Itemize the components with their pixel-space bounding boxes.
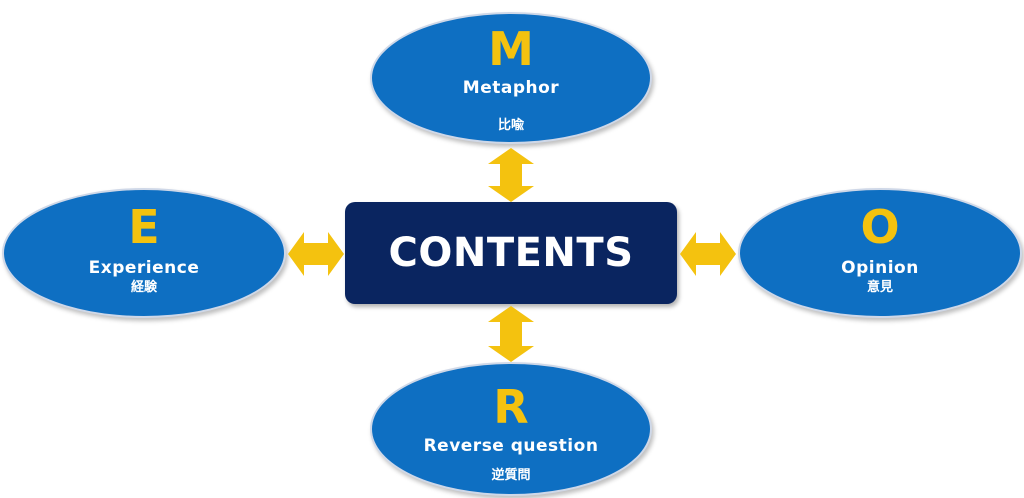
node-experience-label: Experience (88, 258, 200, 278)
node-metaphor-letter: M (488, 22, 534, 76)
node-metaphor: M Metaphor 比喩 (370, 12, 652, 144)
node-metaphor-sub: 比喩 (497, 118, 524, 133)
node-experience-letter: E (128, 200, 160, 254)
center-label: CONTENTS (388, 230, 634, 276)
node-experience: E Experience 経験 (2, 188, 286, 318)
node-experience-sub: 経験 (130, 280, 157, 295)
node-opinion-label: Opinion (841, 258, 919, 278)
node-reverse-letter: R (493, 380, 529, 434)
arrow-left (288, 232, 344, 276)
node-reverse-label: Reverse question (423, 436, 599, 456)
node-opinion: O Opinion 意見 (738, 188, 1022, 318)
node-reverse-sub: 逆質問 (491, 468, 531, 483)
node-metaphor-label: Metaphor (462, 78, 560, 98)
node-opinion-sub: 意見 (866, 280, 893, 295)
arrow-top (488, 148, 534, 202)
arrow-right (680, 232, 736, 276)
arrow-bottom (488, 306, 534, 362)
center-box: CONTENTS (345, 202, 677, 304)
node-reverse-question: R Reverse question 逆質問 (370, 362, 652, 496)
node-opinion-letter: O (860, 200, 900, 254)
